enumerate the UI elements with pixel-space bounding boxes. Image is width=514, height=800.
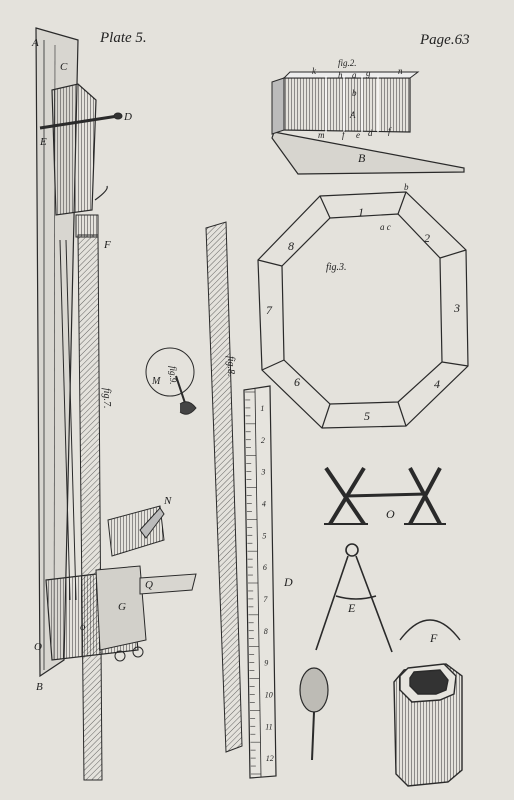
- fig3-corner-ac: a c: [380, 222, 391, 232]
- fig7-label-N: N: [163, 495, 172, 507]
- fig2-top-letter-a: a: [352, 70, 357, 80]
- ruler-number: 8: [264, 627, 268, 636]
- fig2-bottom-letter-f2: f: [388, 126, 392, 136]
- fig7-label-lower-o: o: [80, 621, 86, 633]
- ruler-number: 4: [262, 499, 266, 508]
- brush-tool: [299, 667, 329, 761]
- ruler-number: 6: [263, 563, 267, 572]
- fig7-label-E: E: [39, 136, 47, 148]
- ruler-number: 3: [260, 468, 265, 477]
- fig2-top-letter-g: g: [366, 68, 371, 78]
- fig7-label-B: B: [36, 681, 43, 693]
- figE-label: E: [347, 601, 356, 615]
- fig8-caption: fig.8.: [225, 356, 236, 377]
- fig2-top-letter-k: k: [312, 66, 317, 76]
- fig2-caption: fig.2.: [338, 58, 357, 68]
- fig3-num-8: 8: [288, 239, 294, 253]
- fig3-num-5: 5: [364, 409, 370, 423]
- fig7-label-F: F: [103, 239, 111, 251]
- figF-label: F: [429, 631, 438, 645]
- fig7-caption: fig.7.: [101, 388, 112, 409]
- fig3-num-7: 7: [266, 303, 273, 317]
- fig3-num-1: 1: [358, 205, 364, 219]
- fig9-caption: fig.9.: [168, 366, 178, 385]
- page-number: Page.63: [420, 32, 470, 48]
- fig7-label-C: C: [60, 61, 68, 73]
- fig2-block: [271, 71, 465, 175]
- figO-trestle: [324, 466, 446, 526]
- ruler-number: 5: [262, 531, 266, 540]
- ruler-number: 1: [260, 404, 264, 413]
- fig2-letter-b: b: [352, 88, 357, 98]
- fig8-board: [205, 221, 243, 753]
- fig2-label-B: B: [358, 151, 366, 165]
- ruler-number: 2: [261, 436, 265, 445]
- fig2-top-letter-n: n: [398, 66, 403, 76]
- fig2-letter-A: A: [349, 110, 356, 120]
- fig7-machine: [35, 27, 197, 781]
- ruler-number: 7: [263, 595, 268, 604]
- fig7-label-O: O: [34, 641, 42, 653]
- plate-number: Plate 5.: [100, 30, 147, 46]
- fig3-num-3: 3: [453, 301, 460, 315]
- fig3-corner-b: b: [404, 182, 409, 192]
- fig2-bottom-letter-f1: f: [342, 130, 346, 140]
- fig3-num-6: 6: [294, 375, 300, 389]
- fig2-bottom-letter-e: e: [356, 130, 360, 140]
- ruler-number: 10: [265, 690, 273, 699]
- fig7-label-G: G: [118, 601, 126, 613]
- fig7-label-D: D: [123, 111, 132, 123]
- ruler-number: 11: [265, 722, 272, 731]
- fig3-octagon: [257, 191, 469, 429]
- fig2-bottom-letter-m: m: [318, 130, 325, 140]
- ruler-number: 9: [264, 659, 268, 668]
- fig9-label-M: M: [151, 376, 161, 387]
- ruler-label-D: D: [283, 575, 293, 589]
- ruler-number: 12: [266, 754, 274, 763]
- figO-label: O: [386, 507, 395, 521]
- fig7-label-A: A: [31, 37, 39, 49]
- fig3-num-2: 2: [424, 231, 430, 245]
- ruler-D: [243, 385, 277, 779]
- fig3-caption: fig.3.: [326, 262, 347, 273]
- fig9-circle: [145, 347, 197, 415]
- figE-compass: [315, 543, 393, 653]
- fig7-label-Q: Q: [145, 579, 153, 591]
- figF-pot: [393, 619, 463, 787]
- fig2-top-letter-h: h: [338, 70, 343, 80]
- fig2-bottom-letter-d: d: [368, 128, 373, 138]
- fig3-num-4: 4: [434, 377, 440, 391]
